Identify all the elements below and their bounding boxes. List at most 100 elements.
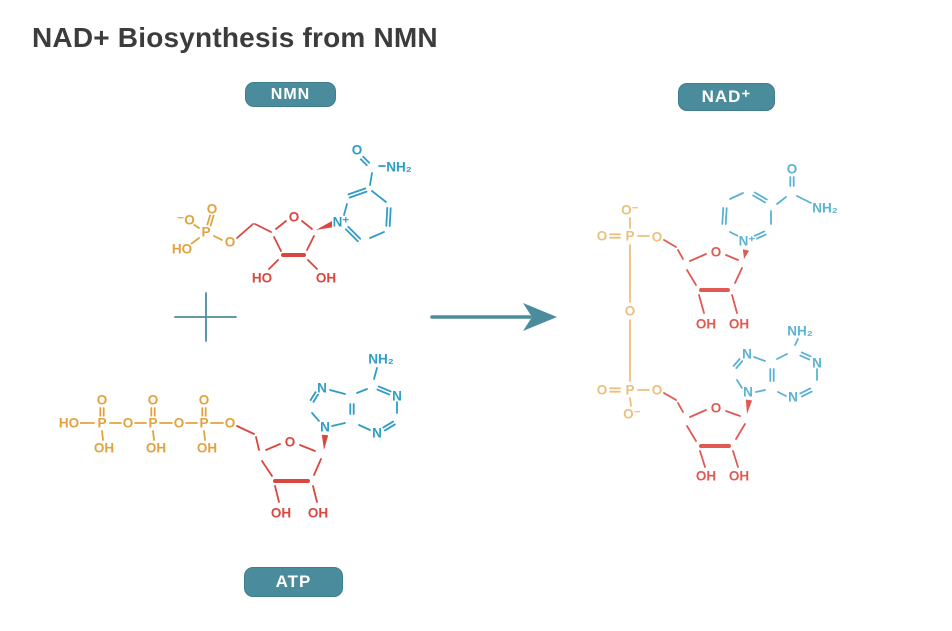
atom-label: O bbox=[148, 393, 159, 408]
atom-label: O⁻ bbox=[623, 407, 641, 422]
atom-label: OH bbox=[94, 441, 114, 456]
bond bbox=[275, 220, 287, 230]
bond bbox=[255, 436, 260, 451]
bond bbox=[686, 269, 697, 286]
double-bond bbox=[347, 225, 362, 240]
bond bbox=[299, 444, 316, 452]
atom-label: P bbox=[97, 416, 106, 431]
atom-label: OH bbox=[729, 317, 749, 332]
atom-label: N bbox=[320, 420, 330, 435]
bond bbox=[369, 172, 373, 186]
double-bond bbox=[312, 393, 320, 403]
plus-sign bbox=[174, 292, 237, 342]
double-bond bbox=[383, 423, 396, 432]
wedge-bond bbox=[321, 434, 329, 450]
atom-label: O bbox=[787, 162, 798, 177]
bond bbox=[312, 485, 318, 503]
bond bbox=[261, 460, 273, 477]
wedge-bond bbox=[316, 220, 335, 230]
double-bond bbox=[799, 387, 812, 395]
bond bbox=[369, 231, 385, 239]
bond bbox=[358, 424, 371, 431]
atom-label: OH bbox=[729, 469, 749, 484]
atom-label: O bbox=[711, 245, 722, 260]
bond bbox=[732, 450, 739, 468]
bond bbox=[306, 235, 315, 251]
atom-label: N bbox=[392, 389, 402, 404]
double-bond bbox=[753, 233, 767, 241]
bond bbox=[213, 235, 223, 241]
bond bbox=[776, 196, 787, 205]
atom-label: O bbox=[597, 383, 608, 398]
atom-label: N⁺ bbox=[333, 215, 350, 230]
bond bbox=[677, 402, 684, 413]
atom-label: OH bbox=[146, 441, 166, 456]
double-bond bbox=[348, 190, 368, 199]
double-bond bbox=[735, 360, 744, 370]
atom-label: O bbox=[285, 435, 296, 450]
bond bbox=[735, 423, 746, 440]
atom-label: O bbox=[652, 383, 663, 398]
bond bbox=[734, 267, 743, 284]
double-bond bbox=[209, 214, 215, 227]
nmn-badge-label: NMN bbox=[270, 85, 311, 103]
double-bond bbox=[800, 390, 813, 398]
wedge-bond bbox=[745, 399, 753, 414]
nad-badge-label: NAD⁺ bbox=[701, 87, 752, 106]
double-bond bbox=[752, 194, 767, 204]
atom-label: O bbox=[597, 229, 608, 244]
atom-label: O bbox=[289, 210, 300, 225]
double-bond bbox=[385, 207, 389, 227]
wedge-bond bbox=[742, 249, 750, 259]
double-bond bbox=[362, 155, 371, 164]
bond bbox=[686, 425, 697, 442]
atom-label: N bbox=[317, 381, 327, 396]
double-bond bbox=[382, 420, 395, 429]
atom-label: N bbox=[372, 426, 382, 441]
bond bbox=[753, 356, 766, 362]
bond bbox=[273, 236, 282, 252]
bond bbox=[301, 220, 313, 230]
bond bbox=[268, 259, 279, 270]
double-bond bbox=[376, 388, 391, 396]
atom-label: P bbox=[625, 383, 634, 398]
double-bond bbox=[732, 357, 741, 367]
bond bbox=[699, 450, 706, 468]
double-bond bbox=[752, 230, 766, 238]
double-bond bbox=[721, 206, 725, 225]
bond bbox=[331, 422, 346, 427]
atom-label: HO bbox=[59, 416, 79, 431]
bond bbox=[373, 367, 378, 380]
bond bbox=[689, 253, 707, 262]
bond bbox=[152, 430, 155, 441]
atom-label: N bbox=[742, 347, 752, 362]
atom-label: HO bbox=[252, 271, 272, 286]
atom-label: N bbox=[788, 390, 798, 405]
atom-label: OH bbox=[308, 506, 328, 521]
bond bbox=[677, 249, 684, 260]
bond bbox=[736, 379, 743, 389]
double-bond bbox=[309, 391, 317, 401]
atom-label: N bbox=[743, 385, 753, 400]
bond bbox=[356, 388, 368, 394]
atom-label: OH bbox=[696, 469, 716, 484]
atom-label: NH₂ bbox=[386, 160, 412, 175]
double-bond bbox=[799, 354, 811, 361]
bond bbox=[236, 223, 254, 239]
atom-label: O bbox=[711, 401, 722, 416]
bond bbox=[725, 410, 741, 417]
atom-label: O bbox=[97, 393, 108, 408]
bond bbox=[755, 389, 766, 393]
bond bbox=[796, 195, 812, 204]
bond bbox=[274, 485, 280, 503]
bond bbox=[777, 391, 787, 397]
atom-label: OH bbox=[696, 317, 716, 332]
bond bbox=[101, 430, 104, 441]
atom-label: OH bbox=[271, 506, 291, 521]
double-bond bbox=[377, 385, 392, 393]
